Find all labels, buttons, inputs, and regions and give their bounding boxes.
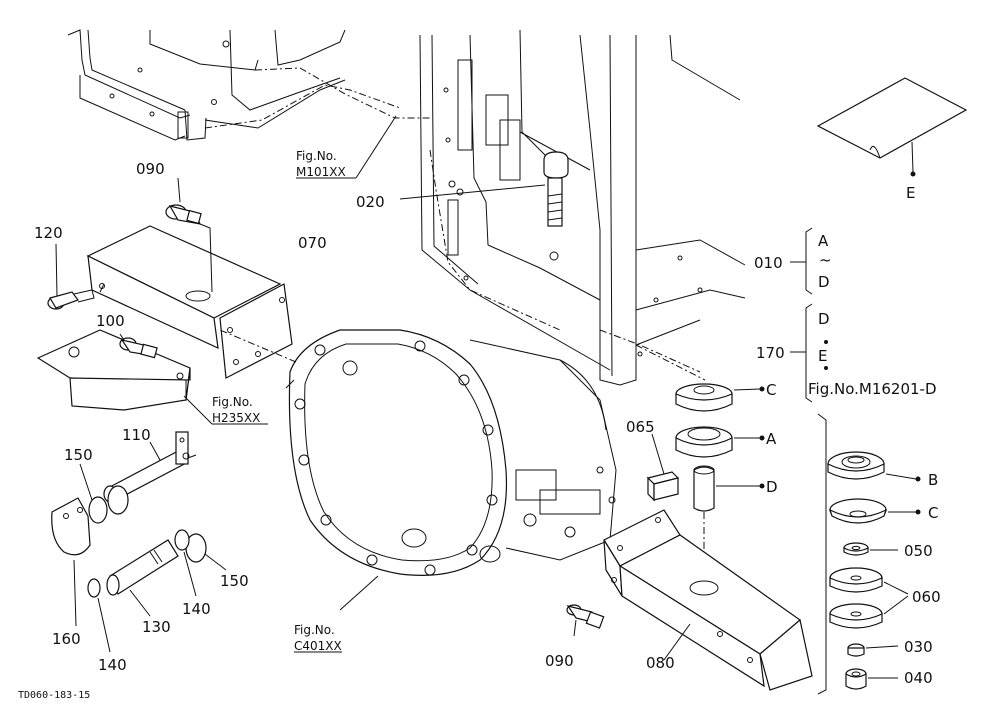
fig-ref-h235-code: H235XX [212,411,260,425]
part-label-065: 065 [626,418,655,436]
letter-A-center: A [766,430,777,448]
part-label-090-lower: 090 [545,652,574,670]
diagram-code: TD060-183-15 [18,690,90,701]
part-label-120: 120 [34,224,63,242]
part-label-020: 020 [356,193,385,211]
part-label-110: 110 [122,426,151,444]
letter-C-center: C [766,381,776,399]
block-065-drawing [646,433,680,502]
fitting-100-drawing [119,333,158,359]
part-label-060: 060 [912,588,941,606]
letter-E-sheet: E [906,184,915,202]
shaft-130-drawing [87,539,197,653]
part-label-050: 050 [904,542,933,560]
bracket-plate-h235-drawing [36,329,191,411]
letter-E-group170: E [818,347,827,365]
fig-ref-m16201: Fig.No.M16201-D [808,380,937,398]
part-label-010: 010 [754,254,783,272]
part-labels: 090 120 070 100 020 110 150 150 140 130 … [34,160,941,687]
letter-A-group010: A [818,232,829,250]
part-label-170: 170 [756,344,785,362]
part-label-140-left: 140 [98,656,127,674]
fig-ref-c401-title: Fig.No. [294,623,335,637]
bracket-080-drawing [603,509,813,691]
letter-labels: E C A D B C A ~ D D E [766,184,938,522]
part-label-100: 100 [96,312,125,330]
part-label-140-right: 140 [182,600,211,618]
part-label-150-right: 150 [220,572,249,590]
part-label-150-left: 150 [64,446,93,464]
fig-ref-m101-title: Fig.No. [296,149,337,163]
letter-tilde-group010: ~ [819,251,832,269]
cushion-parts-center-drawing [635,344,765,585]
letter-D-group170: D [818,310,830,328]
letter-D-group010: D [818,273,830,291]
part-label-090-upper: 090 [136,160,165,178]
letter-B-right: B [928,471,938,489]
bracket-070-drawing [86,225,293,379]
clutch-housing-drawing [219,329,617,611]
bolt-120-drawing [47,243,95,310]
right-stack-drawing [817,413,921,695]
part-label-040: 040 [904,669,933,687]
reference-lines [183,115,397,653]
bolt-020-drawing [399,151,569,227]
plate-160-drawing [51,497,91,627]
chassis-frame-drawing [67,29,746,386]
rings-150-drawing [79,463,227,571]
figure-references: Fig.No. M101XX Fig.No. H235XX Fig.No. C4… [212,149,937,653]
letter-C-right: C [928,504,938,522]
group-braces-drawing [790,227,828,403]
letter-D-center: D [766,478,778,496]
fig-ref-c401-code: C401XX [294,639,342,653]
fig-ref-h235-title: Fig.No. [212,395,253,409]
part-label-070: 070 [298,234,327,252]
part-label-030: 030 [904,638,933,656]
part-label-080: 080 [646,654,675,672]
label-sheet-drawing [816,77,968,177]
fig-ref-m101-code: M101XX [296,165,346,179]
fitting-090-upper-drawing [165,177,213,293]
part-label-130: 130 [142,618,171,636]
fitting-090-lower-drawing [566,604,605,637]
part-label-160: 160 [52,630,81,648]
